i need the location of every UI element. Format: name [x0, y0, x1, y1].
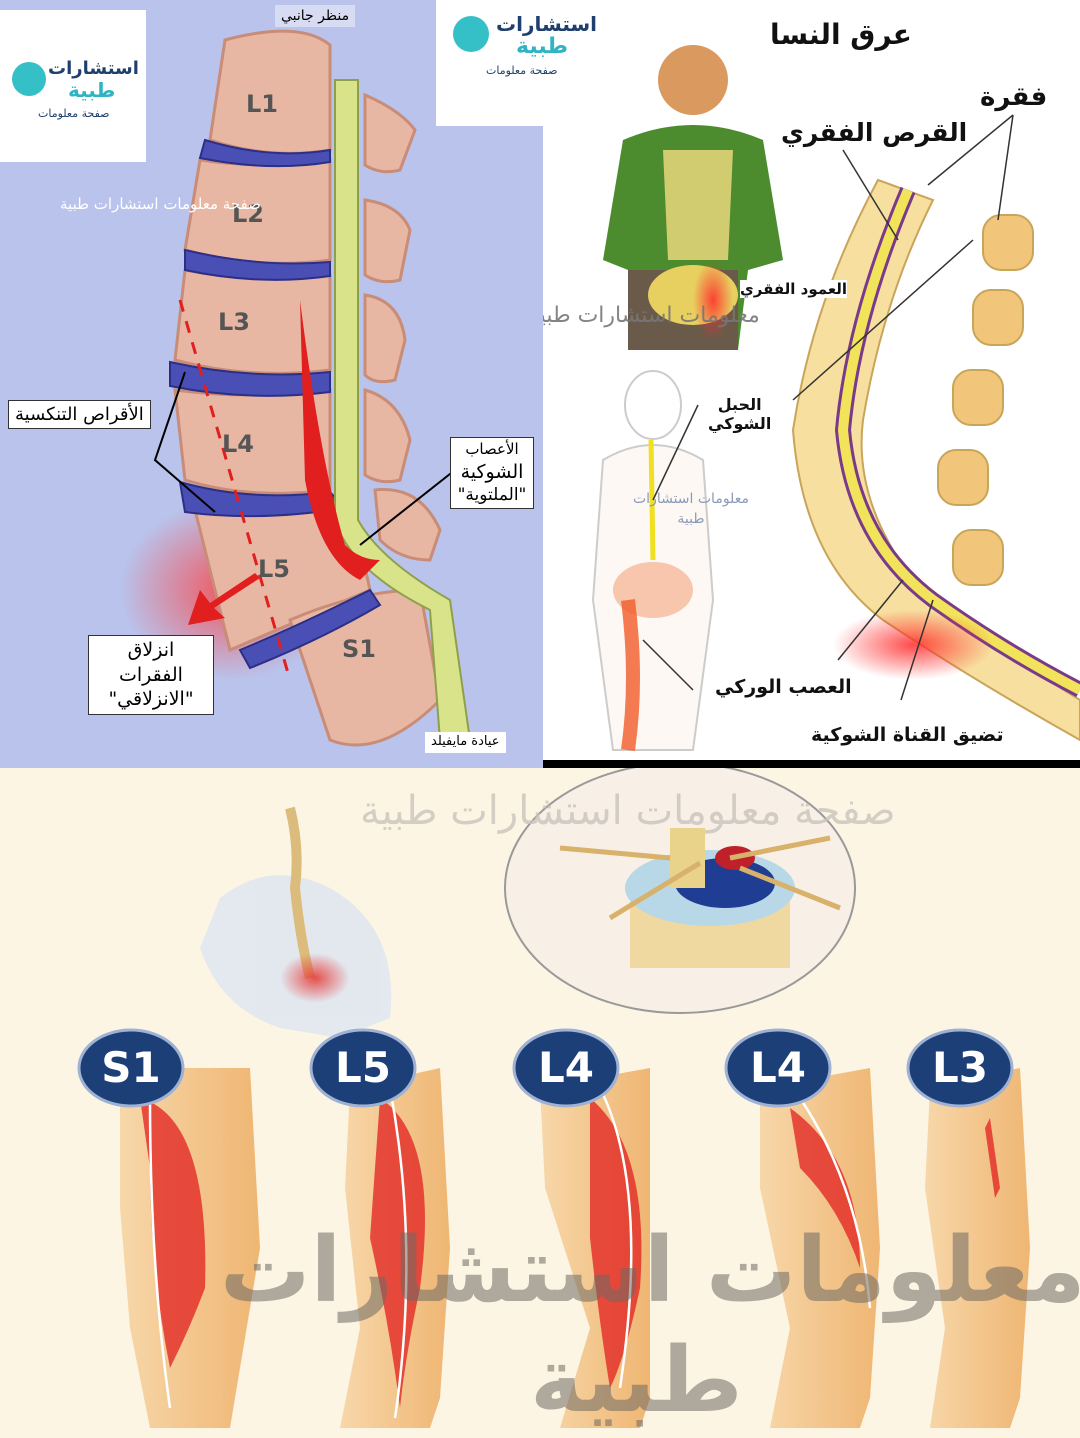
spondylolisthesis-line-1: انزلاق الفقرات	[119, 639, 183, 686]
bottom-big-watermark-1: معلومات استشارات	[220, 1218, 1080, 1323]
logo-line3: صفحة معلومات	[486, 64, 558, 77]
stenosis-label: تضيق القناة الشوكية	[811, 724, 1004, 746]
sciatica-diagram: عرق النسا فقرة القرص الفقري العمود الفقر…	[543, 0, 1080, 760]
nerve-lines	[148, 1087, 872, 1419]
logo-left: استشارات طبية صفحة معلومات	[0, 10, 146, 162]
woman-back-figure	[200, 806, 392, 1038]
intervertebral-discs	[169, 138, 382, 670]
man-figure	[603, 45, 783, 350]
spine-label: العمود الفقري	[740, 280, 848, 298]
nerve-root-badges	[77, 1028, 1014, 1108]
vertebra-label: فقرة	[980, 82, 1048, 112]
logo-center: استشارات طبية صفحة معلومات	[436, 0, 598, 126]
slip-arrow	[188, 573, 260, 625]
spinal-cord-line-2: الشوكي	[708, 414, 772, 434]
lumbar-spine-illustration	[120, 29, 472, 747]
pointer-lines	[153, 371, 456, 546]
dermatome-legs-diagram: S1 L5 L4 L4 L3 صفحة معلومات استشارات طبي…	[0, 768, 1080, 1438]
logo-line2: طبية	[516, 34, 569, 59]
vertebra-label-l2: L2	[232, 200, 264, 228]
view-label: منظر جانبي	[275, 5, 356, 28]
spinal-cord-line-1: الحبل	[717, 395, 762, 414]
vertebra-label-l3: L3	[218, 308, 250, 336]
badge-s1: S1	[101, 1043, 161, 1092]
sciatica-title: عرق النسا	[770, 18, 912, 51]
right-small-watermark-1: معلومات استشارات	[633, 491, 749, 507]
vertebra-label-l5: L5	[258, 555, 290, 583]
badge-l5: L5	[335, 1043, 391, 1092]
sciatica-illustration	[591, 45, 1080, 751]
spinous-processes	[363, 92, 442, 562]
badge-l4-second: L4	[750, 1043, 806, 1092]
right-small-watermark-2: طبية	[677, 510, 705, 527]
degenerative-discs-label: الأقراص التنكسية	[8, 400, 151, 430]
left-watermark: صفحة معلومات استشارات طبية	[60, 195, 261, 213]
spine-sideview	[791, 178, 1080, 742]
pinched-nerves-label: الأعصاب الشوكية "الملتوية"	[450, 437, 534, 510]
stethoscope-icon	[12, 62, 46, 96]
pinched-nerves-line-2: الشوكية	[460, 460, 524, 483]
stethoscope-icon	[453, 16, 489, 52]
right-small-watermark: معلومات استشارات طبية	[633, 490, 749, 529]
bottom-top-watermark: صفحة معلومات استشارات طبية	[360, 788, 896, 834]
vertebra-label-s1: S1	[342, 635, 376, 663]
spinal-cord-label: الحبل الشوكي	[708, 395, 771, 433]
pinched-nerves-line-1: الأعصاب	[465, 440, 519, 458]
sciatic-nerve-label: العصب الوركي	[715, 676, 852, 698]
bottom-big-watermark-2: طبية	[530, 1328, 743, 1433]
pointer-lines	[642, 114, 1014, 701]
back-figure	[591, 370, 715, 751]
disc-label: القرص الفقري	[781, 118, 968, 147]
logo-line1: استشارات	[48, 58, 139, 79]
clinic-label: عيادة مايفيلد	[425, 732, 506, 753]
pinched-nerve	[300, 300, 380, 580]
spondylolisthesis-label: انزلاق الفقرات "الانزلاقي"	[88, 635, 214, 716]
vertebra-label-l4: L4	[222, 430, 254, 458]
right-watermark: معلومات استشارات طبية	[543, 303, 760, 328]
pinched-nerves-line-3: "الملتوية"	[457, 485, 527, 506]
dermatome-illustration	[77, 768, 1030, 1428]
badge-l4: L4	[538, 1043, 594, 1092]
lumbar-spine-diagram: L1 L2 L3 L4 L5 S1 منظر جانبي صفحة معلوما…	[0, 0, 543, 768]
spondylolisthesis-line-2: "الانزلاقي"	[108, 688, 194, 711]
logo-line1: استشارات	[496, 12, 598, 36]
vertebra-label-l1: L1	[246, 90, 278, 118]
herniated-disc-figure	[504, 768, 856, 1014]
logo-line2: طبية	[68, 78, 116, 102]
badge-l3: L3	[932, 1043, 988, 1092]
logo-line3: صفحة معلومات	[38, 107, 110, 120]
